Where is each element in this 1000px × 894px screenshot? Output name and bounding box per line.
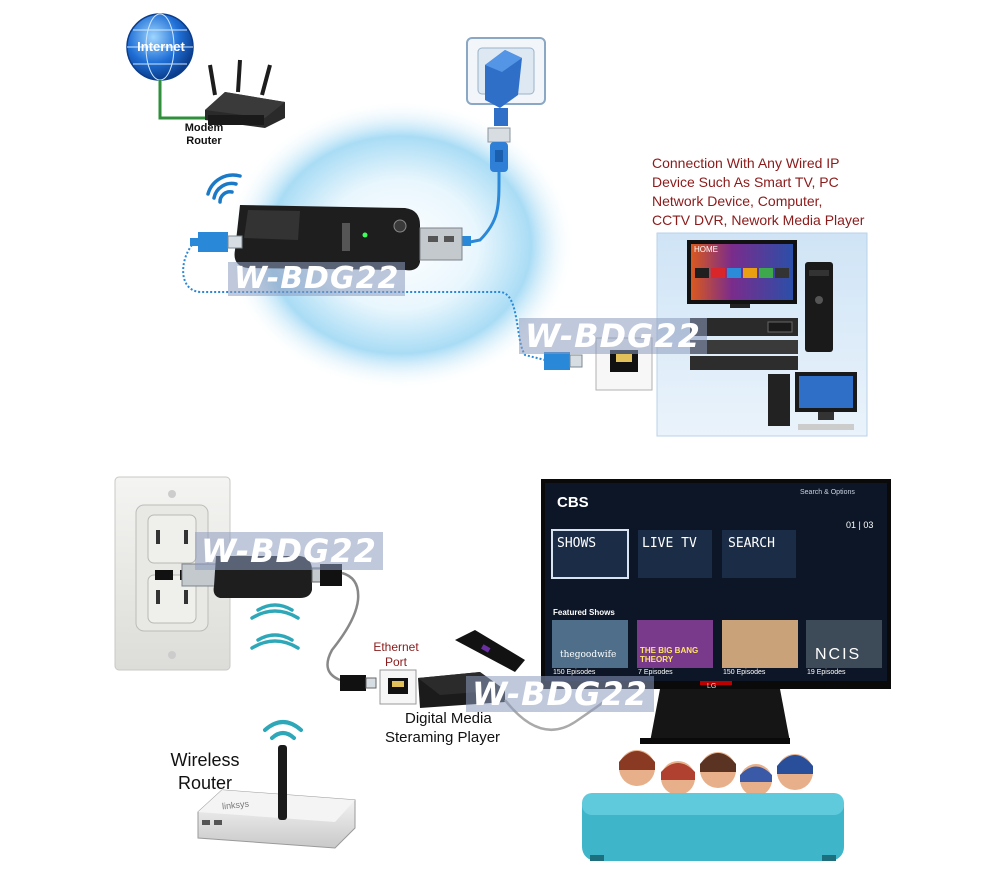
outlet-watermark: W-BDG22 [195, 532, 383, 570]
wall-outlet-icon [114, 476, 231, 671]
tv-show-poster-4 [806, 620, 882, 668]
tv-show-title-2: THE BIG BANG THEORY [640, 646, 699, 664]
micro-usb-connector [455, 236, 471, 246]
tv-menu-shows-label: SHOWS [557, 536, 597, 551]
tv-show-title-1: thegoodwife [560, 650, 617, 660]
tv-show-poster-2 [637, 620, 713, 668]
usb-cable [469, 171, 501, 244]
ethernet-cable-dotted [182, 244, 546, 361]
usb-charger-icon [485, 50, 522, 126]
player-watermark: W-BDG22 [466, 676, 654, 712]
connection-line-4: CCTV DVR, Nework Media Player [652, 212, 865, 228]
remote-control-icon [455, 630, 525, 672]
wireless-router-label: Wireless Router [165, 749, 245, 795]
router-wifi-icon [263, 720, 303, 740]
desktop-computer-icon [768, 372, 857, 430]
tv-show-poster-1 [552, 620, 628, 668]
tv-brand-logo: CBS [557, 494, 589, 511]
usb-plug-icon [487, 127, 511, 172]
ethernet-plug-right [544, 352, 583, 370]
ethernet-port-icon [379, 669, 417, 705]
ethernet-cable-bottom [326, 571, 360, 682]
connection-line-2: Device Such As Smart TV, PC [652, 174, 839, 190]
router-label-line: Router [186, 135, 222, 148]
tv-home-label: HOME [694, 245, 718, 254]
tv-menu-search-label: SEARCH [728, 536, 775, 551]
media-player-label: Digital Media Steraming Player [385, 709, 535, 747]
wifi-waves-icon [250, 603, 300, 650]
wifi-signal-icon [206, 173, 242, 204]
ethernet-plug-bottom [340, 675, 377, 691]
tv-brand-lg: LG [707, 683, 717, 690]
cctv-dvr-icon [690, 318, 798, 370]
tv-page-indicator: 01 | 03 [846, 520, 874, 530]
tv-show-title-4: NCIS [815, 646, 862, 663]
media-player-line-2: Steraming Player [385, 729, 501, 746]
center-watermark: W-BDG22 [519, 318, 707, 354]
connection-description: Connection With Any Wired IP Device Such… [652, 154, 892, 230]
router-label-line-bottom: Router [177, 773, 233, 793]
tv-menu-shows [551, 529, 629, 579]
tv-show-episodes-4: 19 Episodes [807, 669, 846, 676]
connection-line-1: Connection With Any Wired IP [652, 155, 840, 171]
adapter-watermark: W-BDG22 [228, 262, 406, 296]
tv-menu-search [722, 530, 796, 578]
smart-tv-icon [687, 240, 797, 308]
tv-menu-livetv-label: LIVE TV [642, 536, 697, 551]
media-player-icon [805, 262, 833, 352]
tv-menu-livetv [638, 530, 712, 578]
internet-cable [158, 80, 215, 120]
tv-show-episodes-1: 150 Episodes [553, 669, 596, 676]
ethernet-plug-left [190, 232, 243, 252]
wireless-label-line: Wireless [170, 750, 240, 770]
connection-line-3: Network Device, Computer, [652, 193, 823, 209]
ethernet-label-line: Ethernet [373, 640, 419, 654]
wireless-router-icon [197, 745, 356, 849]
audience-sofa [582, 750, 844, 861]
internet-label: Internet [137, 39, 185, 54]
media-player-line-1: Digital Media [405, 710, 492, 727]
port-label-line: Port [384, 655, 407, 669]
modem-router-label: Modem Router [176, 122, 232, 148]
tv-show-episodes-2: 7 Episodes [638, 669, 673, 676]
tv-show-poster-3 [722, 620, 798, 668]
tv-search-options: Search & Options [800, 489, 855, 496]
tv-featured-label: Featured Shows [553, 608, 615, 617]
modem-label-line: Modem [184, 122, 224, 134]
modem-router-icon [205, 59, 285, 128]
ethernet-wifi-adapter [234, 205, 463, 271]
ethernet-port-label: Ethernet Port [368, 640, 424, 670]
tv-show-episodes-3: 150 Episodes [723, 669, 766, 676]
